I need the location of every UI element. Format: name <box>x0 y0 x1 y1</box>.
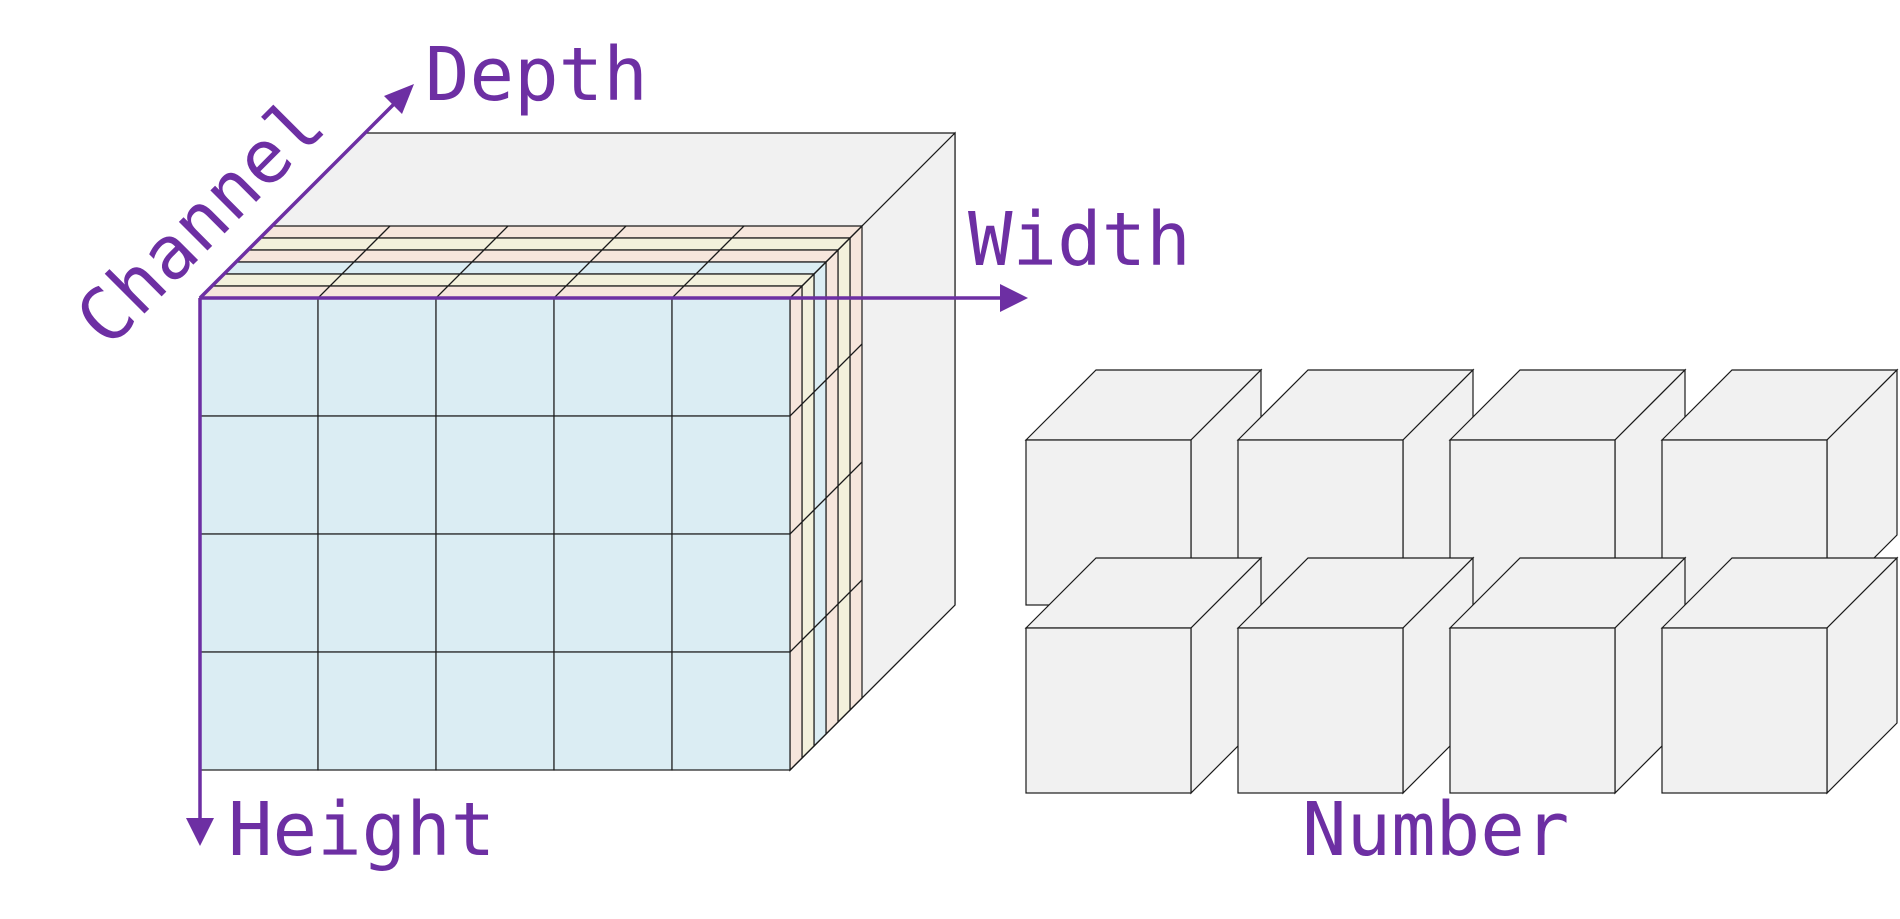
channel-layer-top <box>258 225 864 239</box>
grid-cell <box>553 297 673 417</box>
grid-cell <box>671 651 791 771</box>
depth-axis <box>198 96 402 300</box>
depth-arrow-icon <box>384 84 414 114</box>
grid-cell <box>553 415 673 535</box>
channel-diagonal <box>435 225 509 299</box>
grid-cell <box>435 297 555 417</box>
grid-cell <box>435 415 555 535</box>
batch-cube <box>1236 556 1475 795</box>
batch-cube <box>1024 556 1263 795</box>
channel-layer-top <box>222 261 828 275</box>
channel-diagonal <box>789 461 863 535</box>
width-arrow-icon <box>1000 284 1028 312</box>
channel-layer-top <box>234 249 840 263</box>
grid-cell <box>199 415 319 535</box>
channel-layer-top <box>210 273 816 287</box>
batch-cube <box>1660 556 1899 795</box>
grid-cell <box>199 651 319 771</box>
cube-front <box>1237 627 1404 794</box>
grid-cell <box>199 297 319 417</box>
grid-cell <box>671 415 791 535</box>
front-grid <box>199 297 791 771</box>
grid-cell <box>671 297 791 417</box>
batch-cubes <box>1024 368 1899 795</box>
height-label: Height <box>228 787 495 873</box>
batch-cube <box>1448 556 1687 795</box>
channel-diagonal <box>789 697 863 771</box>
grid-cell <box>435 533 555 653</box>
cube-front <box>1449 627 1616 794</box>
grid-cell <box>553 651 673 771</box>
channel-layer-top <box>198 285 804 299</box>
grid-cell <box>317 297 437 417</box>
channel-diagonal <box>789 579 863 653</box>
batch-cube <box>1236 368 1475 607</box>
grid-cell <box>317 533 437 653</box>
channel-diagonal <box>553 225 627 299</box>
axes <box>186 84 1028 846</box>
channel-diagonal <box>671 225 745 299</box>
height-arrow-icon <box>186 818 214 846</box>
depth-label: Depth <box>425 32 648 118</box>
cube-front <box>1661 627 1828 794</box>
number-label: Number <box>1302 787 1569 873</box>
channel-layer-top <box>246 237 852 251</box>
grid-cell <box>435 651 555 771</box>
channel-layers <box>198 224 864 772</box>
grid-cell <box>199 533 319 653</box>
width-label: Width <box>968 197 1191 283</box>
grid-cell <box>317 415 437 535</box>
cube-front <box>1025 627 1192 794</box>
grid-cell <box>317 651 437 771</box>
batch-cube <box>1660 368 1899 607</box>
grid-cell <box>671 533 791 653</box>
channel-diagonal <box>789 225 863 299</box>
channel-diagonal <box>317 225 391 299</box>
channel-diagonal <box>789 343 863 417</box>
grid-cell <box>553 533 673 653</box>
